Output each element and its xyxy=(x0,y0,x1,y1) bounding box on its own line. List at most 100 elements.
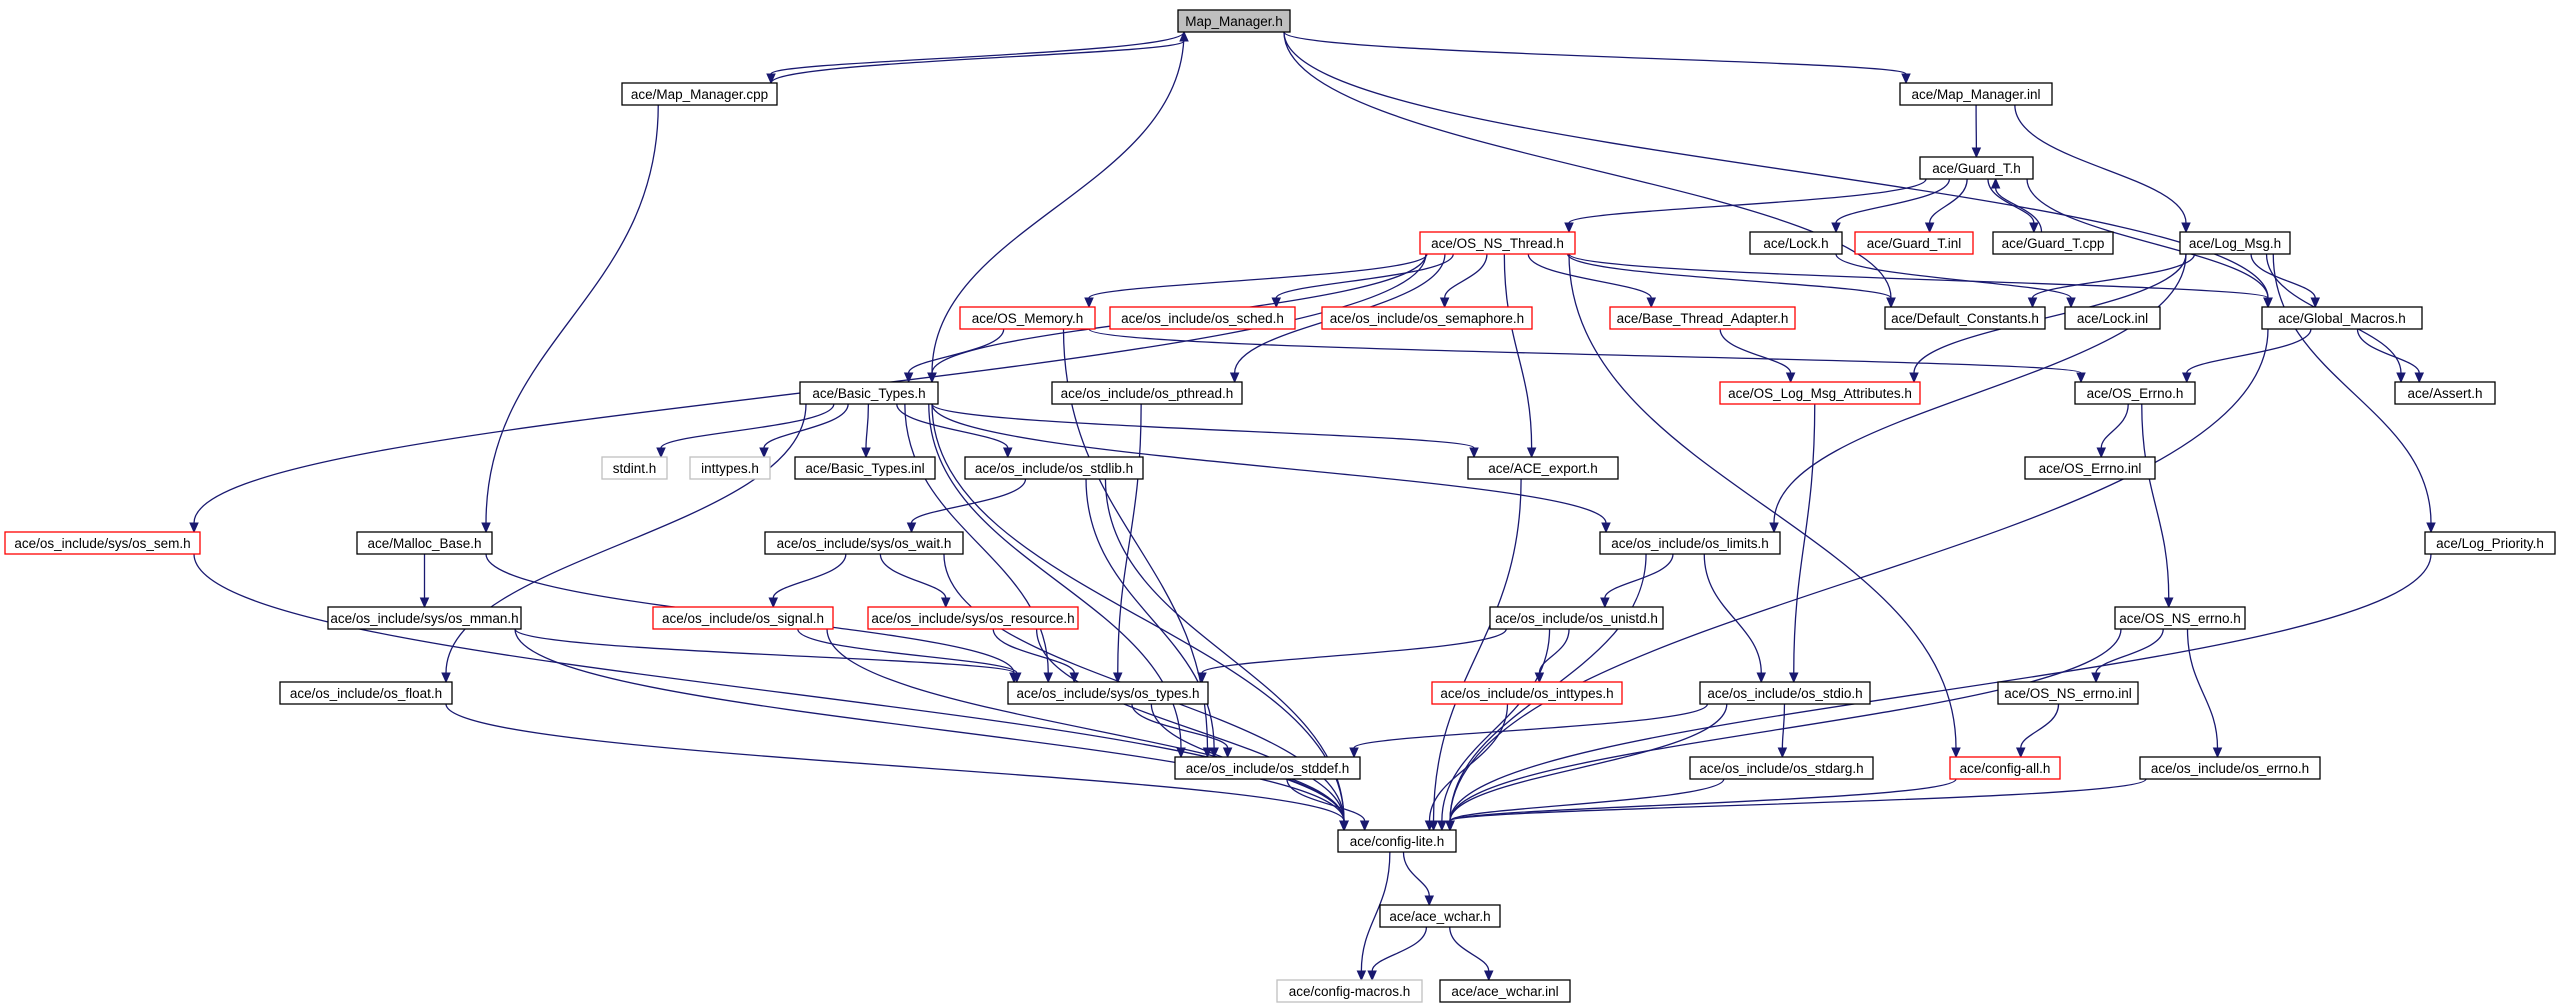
node-label: ace/Map_Manager.inl xyxy=(1911,87,2040,102)
edge-arrowhead xyxy=(1564,222,1574,234)
node-box xyxy=(1109,306,1296,330)
node-ace-export-h[interactable]: ace/ACE_export.h xyxy=(1467,456,1619,480)
node-os-types-h[interactable]: ace/os_include/sys/os_types.h xyxy=(1007,681,1209,705)
edge-line xyxy=(2186,328,2312,374)
edge-basic_types_h-to-os_types_h xyxy=(904,403,1054,684)
node-os-stdarg-h[interactable]: ace/os_include/os_stdarg.h xyxy=(1689,756,1874,780)
node-os-resource-h[interactable]: ace/os_include/sys/os_resource.h xyxy=(867,606,1079,630)
node-log-priority-h[interactable]: ace/Log_Priority.h xyxy=(2424,531,2556,555)
node-os-unistd-h[interactable]: ace/os_include/os_unistd.h xyxy=(1489,606,1664,630)
edge-line xyxy=(1085,478,1215,749)
edge-log_msg_h-to-global_macros_h xyxy=(2250,253,2321,309)
node-lock-h[interactable]: ace/Lock.h xyxy=(1749,231,1843,255)
node-malloc-base-h[interactable]: ace/Malloc_Base.h xyxy=(356,531,493,555)
node-box xyxy=(2424,531,2556,555)
node-stdint-h[interactable]: stdint.h xyxy=(601,456,668,480)
node-guard-t-inl[interactable]: ace/Guard_T.inl xyxy=(1854,231,1974,255)
edge-line xyxy=(879,553,947,599)
edge-line xyxy=(1201,628,1507,674)
node-os-errno-h[interactable]: ace/OS_Errno.h xyxy=(2074,381,2196,405)
edge-line xyxy=(1449,926,1490,972)
edge-config_lite_h-to-config_macros_h xyxy=(1356,851,1391,982)
node-assert-h[interactable]: ace/Assert.h xyxy=(2394,381,2496,405)
edge-line xyxy=(1353,703,1709,749)
node-map-manager-cpp[interactable]: ace/Map_Manager.cpp xyxy=(621,82,778,106)
node-label: ace/Guard_T.h xyxy=(1932,161,2021,176)
edge-arrowhead xyxy=(1777,747,1788,759)
node-box xyxy=(2024,456,2156,480)
node-lock-inl[interactable]: ace/Lock.inl xyxy=(2064,306,2161,330)
edge-arrowhead xyxy=(2091,672,2101,684)
edge-os_ns_thread_h-to-base_thread_adapter_h xyxy=(1527,253,1657,309)
node-os-ns-errno-h[interactable]: ace/OS_NS_errno.h xyxy=(2114,606,2246,630)
edge-arrowhead xyxy=(766,73,776,85)
edge-os_pthread_h-to-os_types_h xyxy=(1112,403,1142,684)
edge-os_resource_h-to-os_types_h xyxy=(992,628,1080,684)
node-os-inttypes-h[interactable]: ace/os_include/os_inttypes.h xyxy=(1431,681,1623,705)
node-config-all-h[interactable]: ace/config-all.h xyxy=(1949,756,2061,780)
node-label: ace/os_include/os_inttypes.h xyxy=(1440,686,1613,701)
edge-os_wait_h-to-os_signal_h xyxy=(768,553,847,609)
node-base-thread-adapter-h[interactable]: ace/Base_Thread_Adapter.h xyxy=(1609,306,1796,330)
node-os-wait-h[interactable]: ace/os_include/sys/os_wait.h xyxy=(764,531,964,555)
node-os-mman-h[interactable]: ace/os_include/sys/os_mman.h xyxy=(327,606,522,630)
edge-config_all_h-to-config_lite_h xyxy=(1445,778,1957,832)
edge-os_mman_h-to-config_lite_h xyxy=(514,628,1349,832)
edge-line xyxy=(1432,478,1522,822)
edge-line xyxy=(1568,253,2269,299)
edge-line xyxy=(1793,403,1816,674)
node-os-limits-h[interactable]: ace/os_include/os_limits.h xyxy=(1599,531,1781,555)
node-os-sem-h[interactable]: ace/os_include/sys/os_sem.h xyxy=(4,531,201,555)
node-os-semaphore-h[interactable]: ace/os_include/os_semaphore.h xyxy=(1321,306,1533,330)
node-os-errno-os-h[interactable]: ace/os_include/os_errno.h xyxy=(2139,756,2321,780)
node-os-log-msg-attributes-h[interactable]: ace/OS_Log_Msg_Attributes.h xyxy=(1719,381,1921,405)
node-guard-t-h[interactable]: ace/Guard_T.h xyxy=(1919,156,2034,180)
node-box xyxy=(601,456,668,480)
node-ace-wchar-h[interactable]: ace/ace_wchar.h xyxy=(1379,904,1501,928)
node-log-msg-h[interactable]: ace/Log_Msg.h xyxy=(2179,231,2291,255)
node-box xyxy=(1439,979,1571,1003)
node-os-signal-h[interactable]: ace/os_include/os_signal.h xyxy=(652,606,834,630)
node-map-manager-inl[interactable]: ace/Map_Manager.inl xyxy=(1899,82,2053,106)
edge-basic_types_h-to-inttypes_h xyxy=(759,403,849,459)
node-guard-t-cpp[interactable]: ace/Guard_T.cpp xyxy=(1992,231,2114,255)
node-map-manager-h[interactable]: Map_Manager.h xyxy=(1177,9,1291,33)
node-box xyxy=(1884,306,2046,330)
node-os-errno-inl[interactable]: ace/OS_Errno.inl xyxy=(2024,456,2156,480)
node-config-lite-h[interactable]: ace/config-lite.h xyxy=(1337,829,1457,853)
node-config-macros-h[interactable]: ace/config-macros.h xyxy=(1276,979,1423,1003)
node-os-ns-errno-inl[interactable]: ace/OS_NS_errno.inl xyxy=(1997,681,2139,705)
node-inttypes-h[interactable]: inttypes.h xyxy=(689,456,771,480)
node-ace-wchar-inl[interactable]: ace/ace_wchar.inl xyxy=(1439,979,1571,1003)
node-basic-types-inl[interactable]: ace/Basic_Types.inl xyxy=(794,456,936,480)
edge-line xyxy=(763,403,849,449)
node-os-stdio-h[interactable]: ace/os_include/os_stdio.h xyxy=(1699,681,1871,705)
edge-os_ns_thread_h-to-global_macros_h xyxy=(1568,253,2273,309)
node-label: ace/Lock.h xyxy=(1763,236,1828,251)
edge-line xyxy=(2141,403,2170,599)
node-os-sched-h[interactable]: ace/os_include/os_sched.h xyxy=(1109,306,1296,330)
edge-line xyxy=(826,628,1345,822)
edge-line xyxy=(2020,703,2060,749)
node-global-macros-h[interactable]: ace/Global_Macros.h xyxy=(2261,306,2423,330)
node-box xyxy=(1992,231,2114,255)
node-os-ns-thread-h[interactable]: ace/OS_NS_Thread.h xyxy=(1419,231,1576,255)
node-os-pthread-h[interactable]: ace/os_include/os_pthread.h xyxy=(1051,381,1243,405)
edge-line xyxy=(1449,778,1725,822)
node-label: ace/os_include/os_unistd.h xyxy=(1495,611,1658,626)
edge-arrowhead xyxy=(2015,747,2026,759)
node-label: ace/OS_NS_Thread.h xyxy=(1431,236,1564,251)
node-default-constants-h[interactable]: ace/Default_Constants.h xyxy=(1884,306,2046,330)
node-basic-types-h[interactable]: ace/Basic_Types.h xyxy=(799,381,939,405)
node-label: ace/ACE_export.h xyxy=(1488,461,1598,476)
edge-line xyxy=(1088,253,1428,299)
node-os-stdlib-h[interactable]: ace/os_include/os_stdlib.h xyxy=(964,456,1144,480)
node-os-float-h[interactable]: ace/os_include/os_float.h xyxy=(279,681,453,705)
node-box xyxy=(1689,756,1874,780)
node-label: ace/os_include/sys/os_types.h xyxy=(1016,686,1199,701)
node-box xyxy=(1419,231,1576,255)
node-os-stddef-h[interactable]: ace/os_include/os_stddef.h xyxy=(1174,756,1361,780)
edge-map_manager_inl-to-log_msg_h xyxy=(2014,104,2191,234)
edge-line xyxy=(1449,553,2432,822)
node-os-memory-h[interactable]: ace/OS_Memory.h xyxy=(959,306,1096,330)
